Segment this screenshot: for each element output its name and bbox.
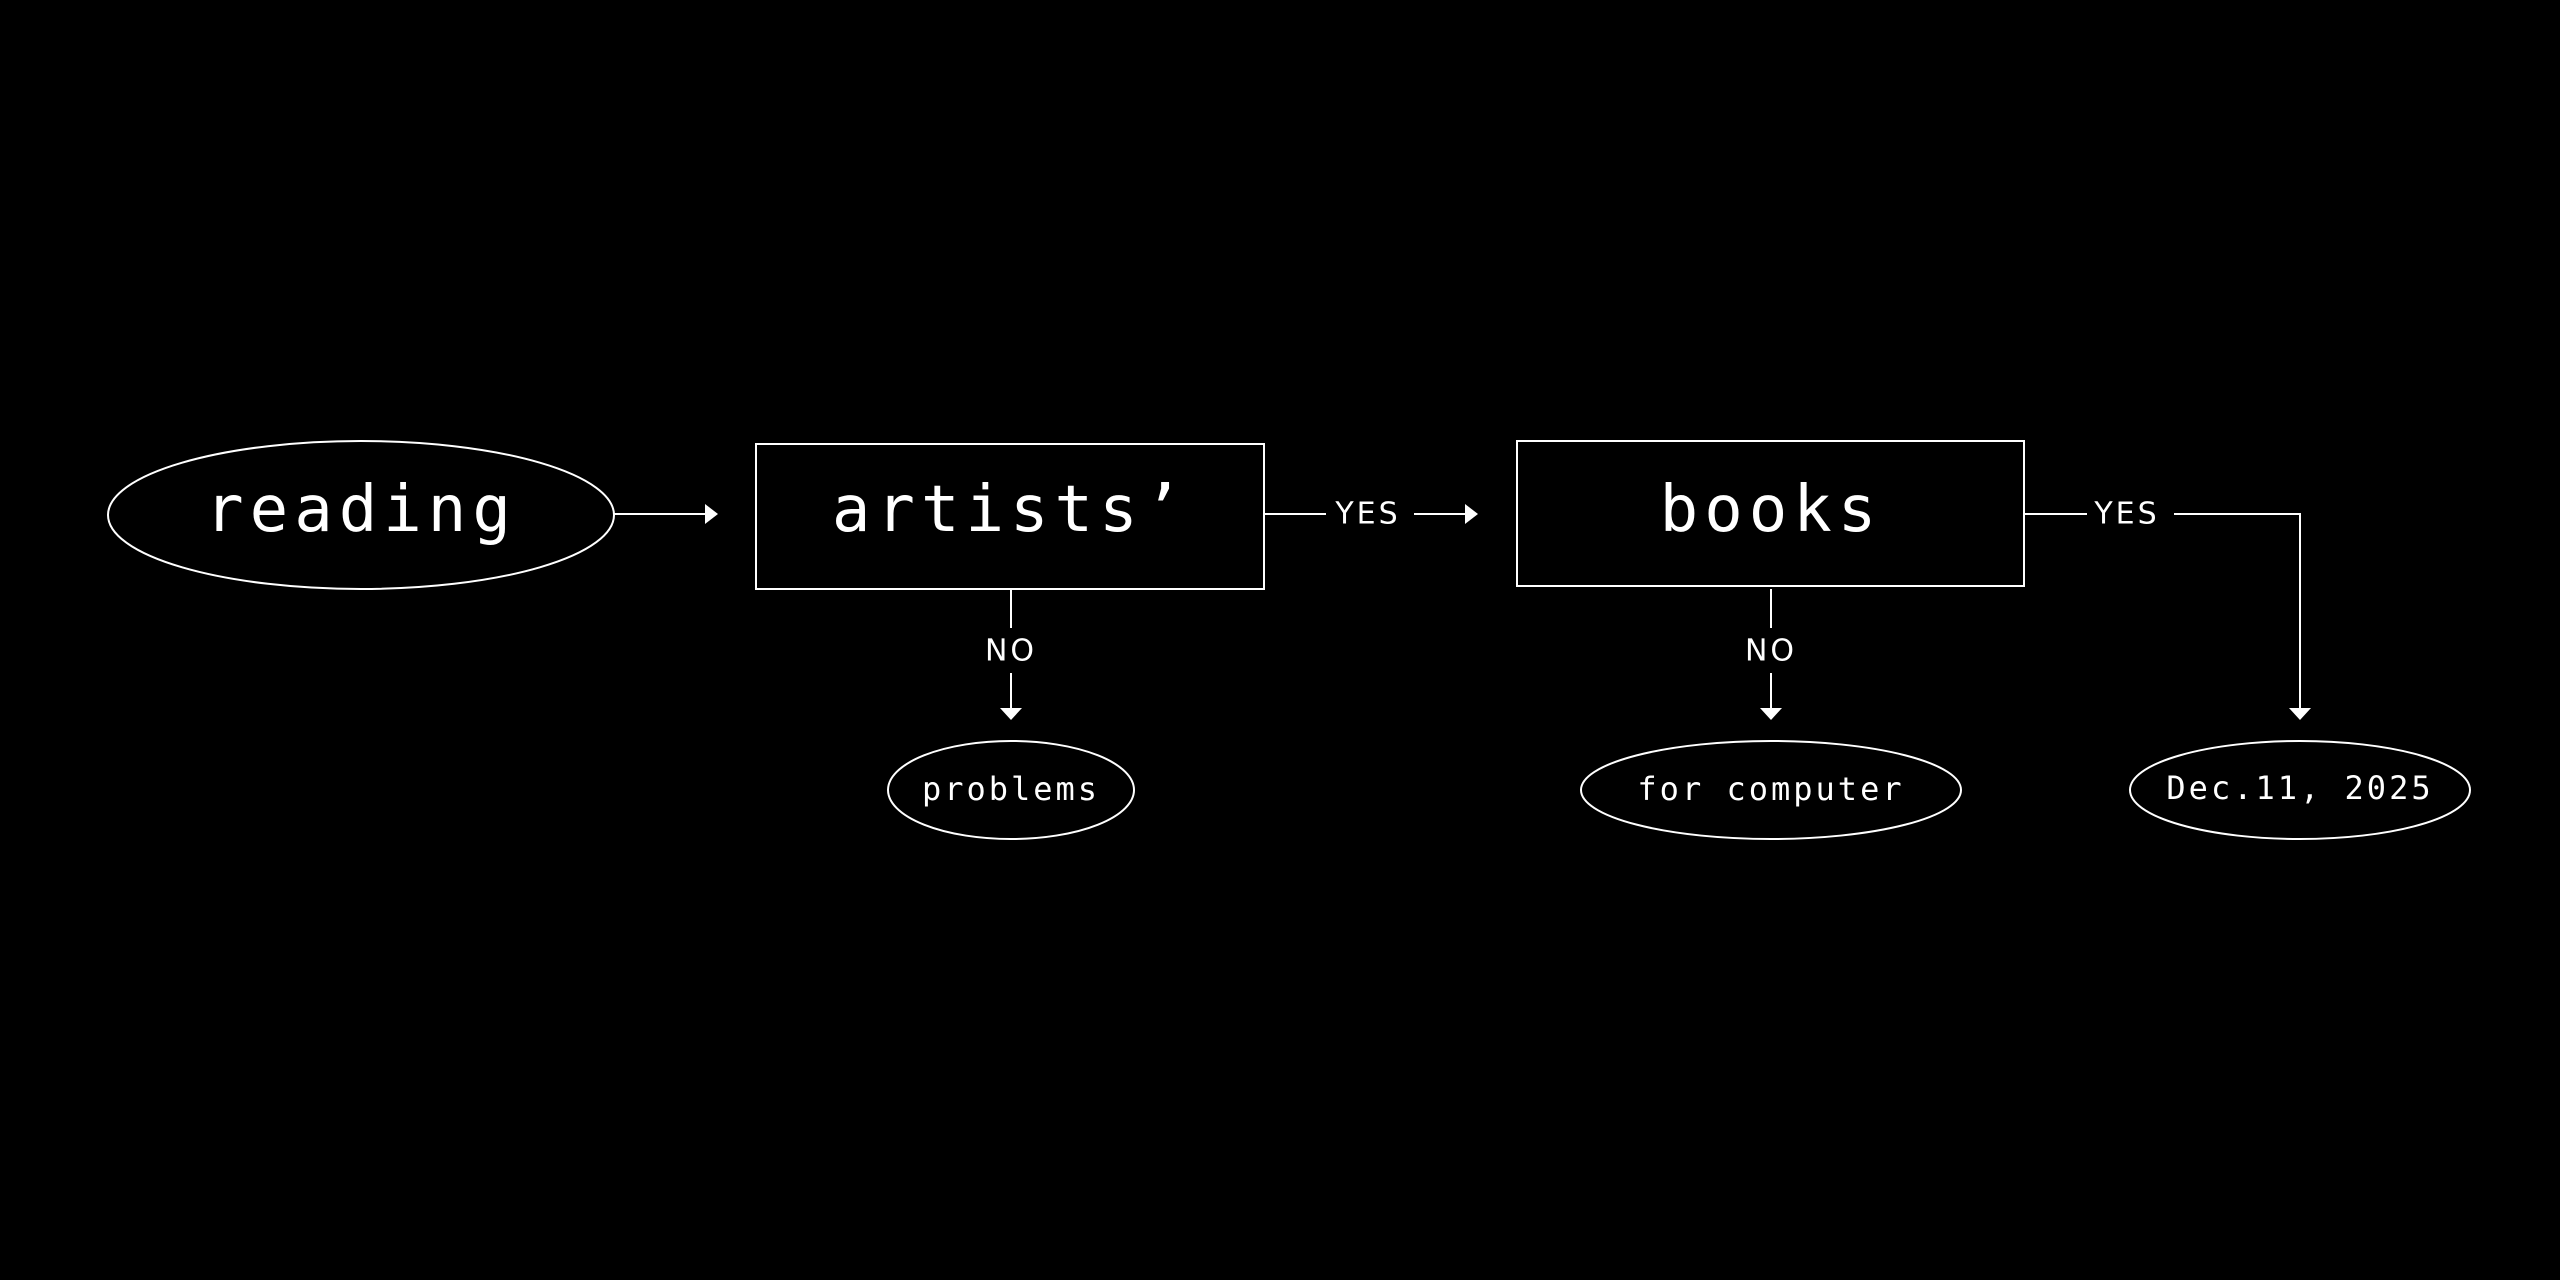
arrowhead-icon xyxy=(705,504,718,524)
arrow-reading-to-artists xyxy=(614,504,718,524)
arrowhead-icon xyxy=(1000,708,1022,720)
node-reading: reading xyxy=(107,440,615,590)
edge-label-yes: YES xyxy=(1334,497,1400,532)
arrowhead-icon xyxy=(1465,504,1478,524)
terminal-ellipse xyxy=(1580,740,1962,840)
node-label: Dec.11, 2025 xyxy=(2166,769,2433,807)
node-for-computer: for computer xyxy=(1580,740,1962,840)
edge-yes-books-to-date: YES xyxy=(2024,497,2311,720)
node-label: for computer xyxy=(1637,770,1904,808)
node-label: artists’ xyxy=(832,473,1188,547)
edge-label-no: NO xyxy=(1745,634,1797,669)
node-label: problems xyxy=(922,770,1100,808)
edge-label-yes: YES xyxy=(2093,497,2159,532)
node-problems: problems xyxy=(887,740,1135,840)
node-date: Dec.11, 2025 xyxy=(2129,740,2471,840)
arrowhead-icon xyxy=(1760,708,1782,720)
node-label: reading xyxy=(205,473,517,547)
terminal-ellipse xyxy=(887,740,1135,840)
terminal-ellipse xyxy=(2129,740,2471,840)
node-artists: artists’ xyxy=(755,443,1265,590)
edge-label-no: NO xyxy=(985,634,1037,669)
node-books: books xyxy=(1516,440,2025,587)
arrowhead-icon xyxy=(2289,708,2311,720)
edge-no-books-to-computer: NO xyxy=(1745,589,1797,720)
edge-yes-artists-to-books: YES xyxy=(1264,497,1478,532)
edge-no-artists-to-problems: NO xyxy=(985,589,1037,720)
node-label: books xyxy=(1660,473,1883,547)
